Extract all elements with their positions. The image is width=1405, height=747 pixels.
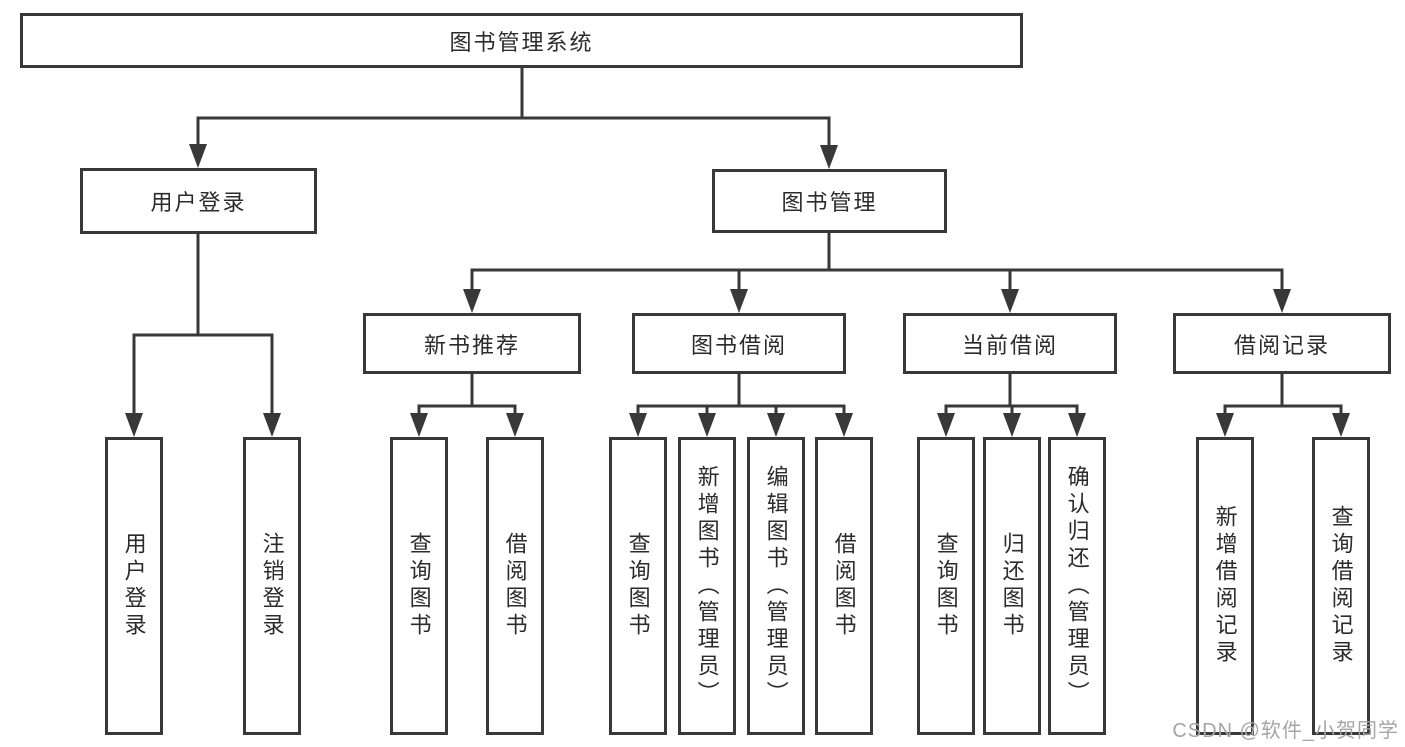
leaf-add-book-admin-label: 新增图书（管理员）: [694, 464, 720, 708]
node-current-borrowing: 当前借阅: [903, 313, 1117, 374]
leaf-user-login-label: 用户登录: [121, 532, 147, 640]
node-user-login-label: 用户登录: [150, 190, 247, 215]
node-new-book-recommendation-label: 新书推荐: [423, 332, 520, 358]
node-borrowing-records: 借阅记录: [1173, 313, 1391, 374]
leaf-query-books-current-label: 查询图书: [933, 532, 959, 640]
leaf-query-books-borrowing-label: 查询图书: [625, 532, 651, 640]
leaf-edit-book-admin-label: 编辑图书（管理员）: [763, 464, 789, 708]
node-root: 图书管理系统: [20, 13, 1023, 68]
node-root-label: 图书管理系统: [449, 29, 594, 55]
leaf-query-books-recommend: 查询图书: [390, 437, 448, 735]
leaf-borrow-books-recommend: 借阅图书: [486, 437, 544, 735]
node-book-borrowing: 图书借阅: [632, 313, 846, 374]
leaf-query-borrowing-record: 查询借阅记录: [1312, 437, 1370, 735]
node-new-book-recommendation: 新书推荐: [363, 313, 581, 374]
node-user-login: 用户登录: [80, 168, 317, 234]
leaf-borrow-books-recommend-label: 借阅图书: [502, 532, 528, 640]
node-book-management: 图书管理: [712, 169, 947, 233]
leaf-add-borrowing-record: 新增借阅记录: [1196, 437, 1254, 735]
leaf-borrow-books-borrowing: 借阅图书: [815, 437, 873, 735]
leaf-confirm-return-admin: 确认归还（管理员）: [1048, 437, 1106, 735]
leaf-return-books-label: 归还图书: [999, 532, 1025, 640]
leaf-user-login: 用户登录: [105, 437, 163, 735]
leaf-add-borrowing-record-label: 新增借阅记录: [1212, 505, 1238, 667]
node-book-borrowing-label: 图书借阅: [690, 332, 787, 358]
leaf-confirm-return-admin-label: 确认归还（管理员）: [1064, 464, 1090, 708]
csdn-watermark: CSDN @软件_小贺同学: [1172, 720, 1399, 742]
leaf-query-borrowing-record-label: 查询借阅记录: [1328, 505, 1354, 667]
leaf-edit-book-admin: 编辑图书（管理员）: [747, 437, 805, 735]
leaf-query-books-borrowing: 查询图书: [609, 437, 667, 735]
leaf-add-book-admin: 新增图书（管理员）: [678, 437, 736, 735]
leaf-query-books-current: 查询图书: [917, 437, 975, 735]
leaf-query-books-recommend-label: 查询图书: [406, 532, 432, 640]
leaf-borrow-books-borrowing-label: 借阅图书: [831, 532, 857, 640]
leaf-logout: 注销登录: [243, 437, 301, 735]
leaf-return-books: 归还图书: [983, 437, 1041, 735]
node-current-borrowing-label: 当前借阅: [961, 332, 1058, 358]
node-book-management-label: 图书管理: [781, 190, 878, 215]
node-borrowing-records-label: 借阅记录: [1233, 332, 1330, 358]
leaf-logout-label: 注销登录: [259, 532, 285, 640]
